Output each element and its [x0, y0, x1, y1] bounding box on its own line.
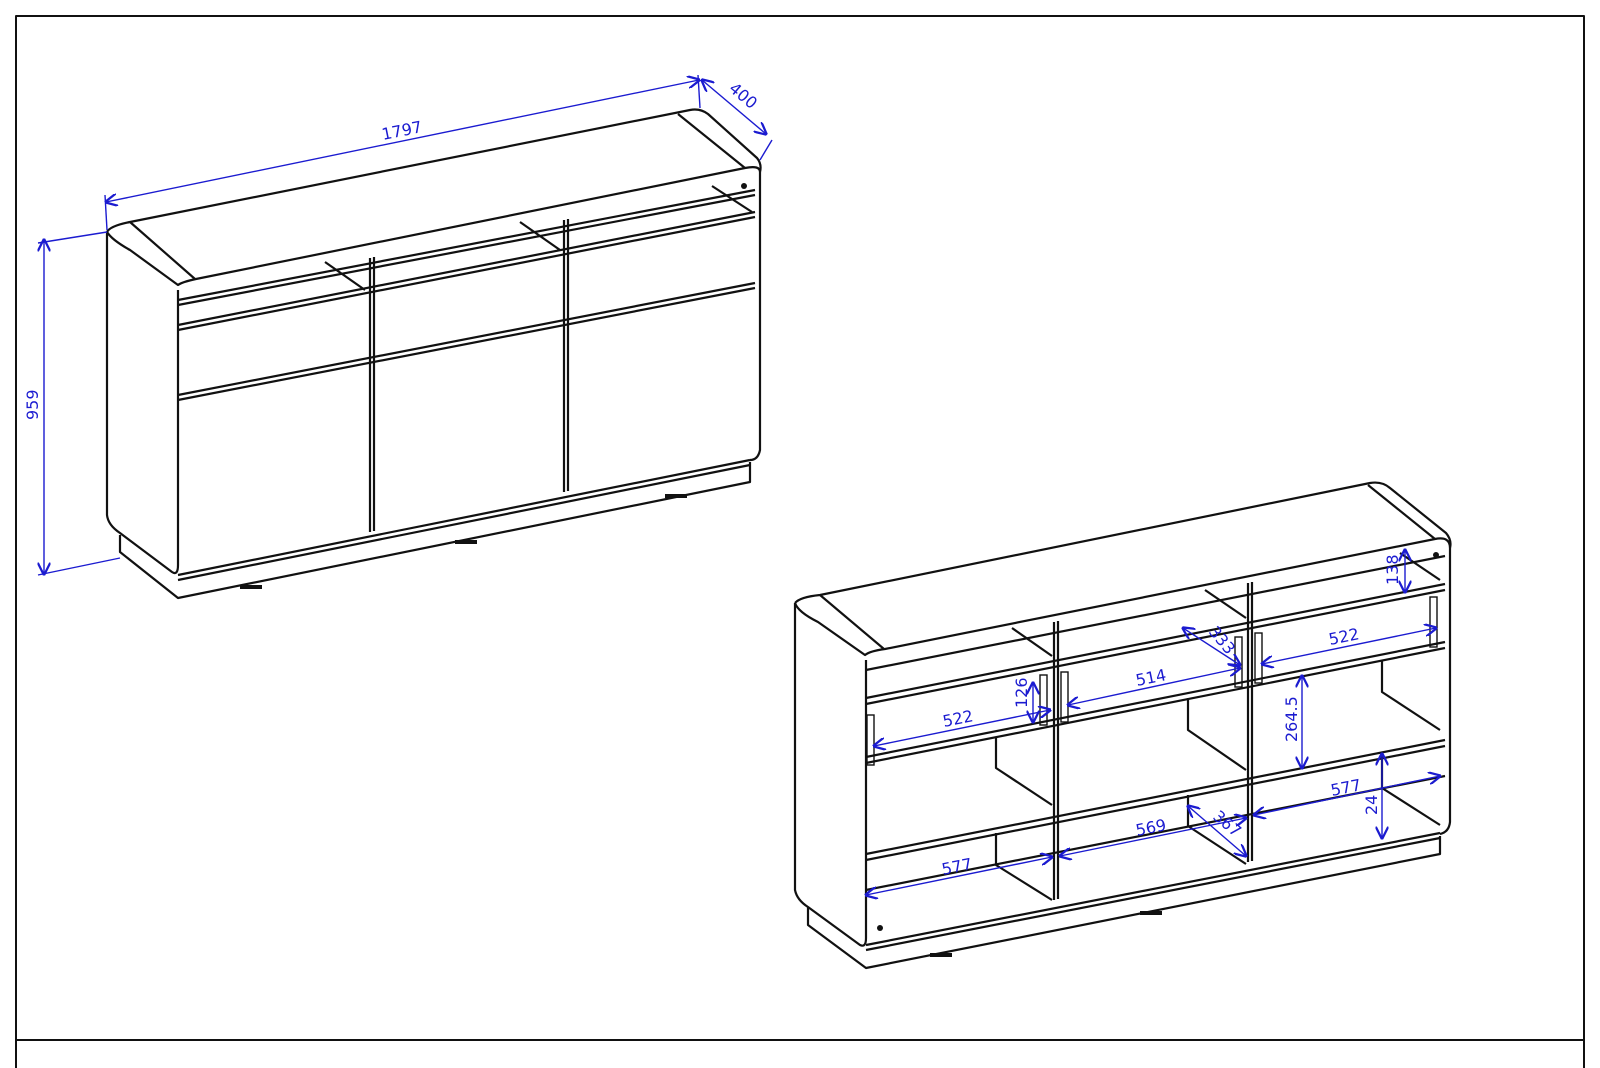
- depth-label: 400: [725, 79, 761, 113]
- sideboard-closed-view: [105, 108, 762, 600]
- dim-577-left: 577: [940, 854, 974, 879]
- width-dimension-line: [106, 80, 699, 202]
- sideboard-open-view: [793, 481, 1452, 970]
- dim-569: 569: [1134, 815, 1168, 840]
- dim-24: 24: [1362, 795, 1381, 815]
- dim-264-5: 264.5: [1282, 696, 1301, 742]
- drawing-frame: [15, 15, 1585, 1068]
- width-label: 1797: [380, 117, 424, 144]
- height-label: 959: [23, 389, 42, 420]
- dim-126: 126: [1012, 677, 1031, 708]
- dim-522-left: 522: [941, 706, 975, 731]
- open-view-dimensions: 138 333 522 514 126 522 264.5 577 24 569…: [866, 550, 1440, 895]
- dim-333: 333: [1205, 622, 1239, 658]
- dim-577-right: 577: [1329, 775, 1363, 800]
- dim-514: 514: [1134, 665, 1168, 690]
- depth-dimension-line: [702, 80, 766, 134]
- dim-367: 367: [1209, 807, 1245, 841]
- dim-138: 138: [1383, 554, 1402, 585]
